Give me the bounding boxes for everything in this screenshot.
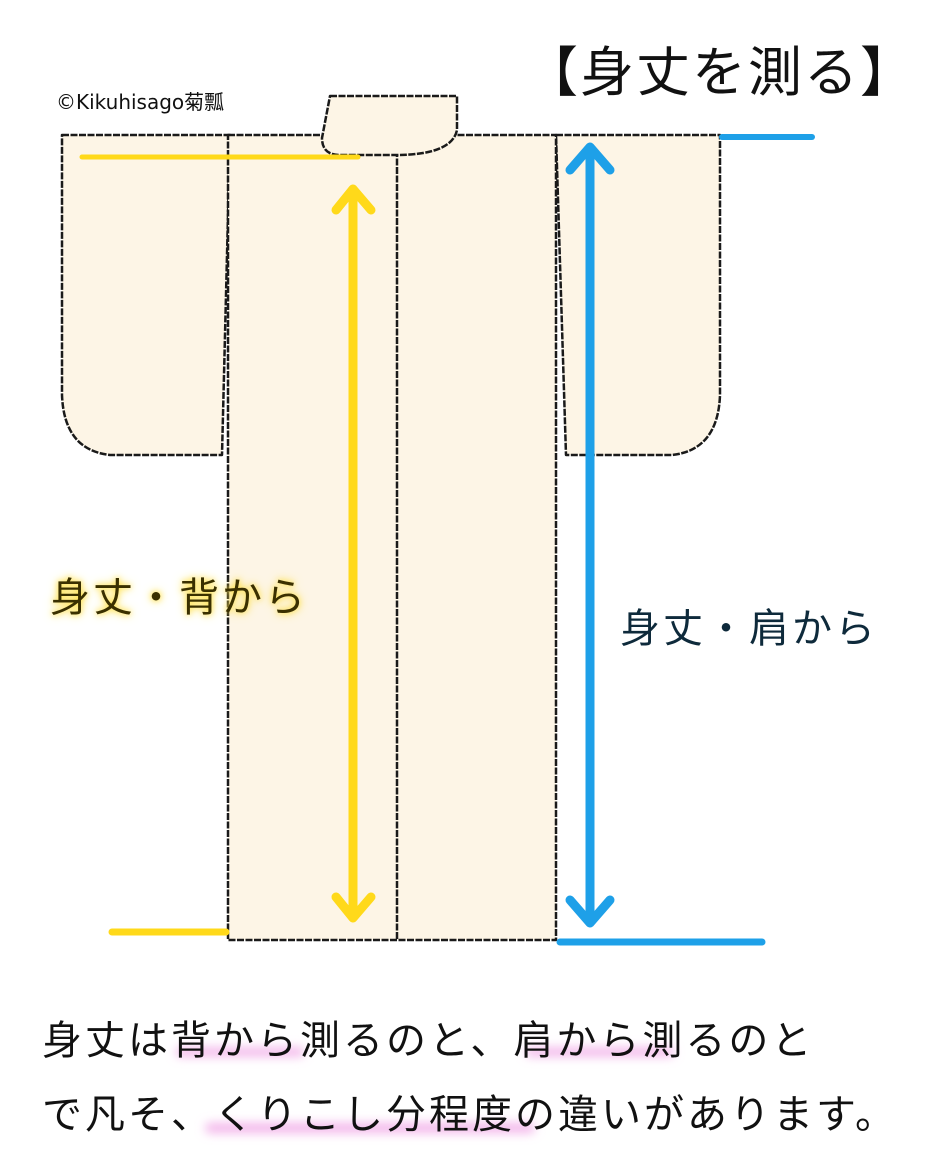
body-panel [226,133,558,942]
kimono-outline [60,94,722,942]
measure-from-back [79,154,376,936]
caption-highlights [175,1047,675,1133]
caption-line-1: 身丈は背から測るのと、肩から測るのと [42,1018,815,1064]
blue-arrow-head-bottom [565,895,615,928]
copyright-notice: ©Kikuhisago菊瓢 [56,90,225,114]
page-title: 【身丈を測る】 [524,41,916,104]
caption-line-2: で凡そ、くりこし分程度の違いがあります。 [42,1092,898,1138]
measure-from-shoulder [556,134,815,946]
label-from-back: 身丈・背から [50,575,308,621]
blue-arrow-head-top [565,142,615,175]
yellow-arrow-head-top [331,184,376,215]
collar [320,94,459,157]
left-sleeve [60,133,232,457]
right-sleeve [554,133,722,457]
yellow-arrow-head-bottom [331,892,376,923]
label-from-shoulder: 身丈・肩から [620,606,878,652]
